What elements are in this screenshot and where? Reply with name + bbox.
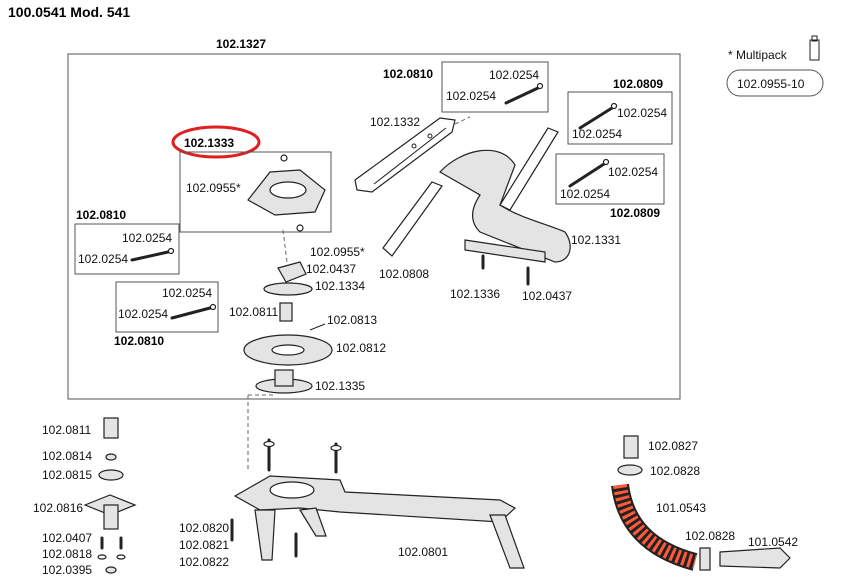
label-102-0810-top: 102.0810 bbox=[383, 67, 433, 81]
multipack-code-box bbox=[726, 69, 824, 97]
label-102-0828-bottom: 102.0828 bbox=[685, 529, 735, 543]
part-102-0827 bbox=[623, 435, 639, 459]
label-102-0821: 102.0821 bbox=[179, 538, 229, 552]
multipack-code: 102.0955-10 bbox=[737, 77, 805, 91]
bolt-tr3 bbox=[568, 162, 606, 188]
label-102-1331: 102.1331 bbox=[571, 233, 621, 247]
label-102-0818: 102.0818 bbox=[42, 547, 92, 561]
label-102-0809-top: 102.0809 bbox=[613, 77, 663, 91]
label-101-0543: 101.0543 bbox=[656, 501, 706, 515]
part-102-0828-bottom bbox=[699, 547, 711, 571]
part-102-0811 bbox=[279, 302, 293, 322]
part-102-0811-left bbox=[103, 417, 119, 439]
nut-tr2 bbox=[610, 102, 618, 110]
bolt-l2 bbox=[170, 306, 212, 320]
highlight-ring bbox=[171, 125, 261, 159]
assembly-code-label: 102.1327 bbox=[216, 37, 266, 51]
label-102-0254-h: 102.0254 bbox=[78, 252, 128, 266]
plate-102-1336 bbox=[464, 239, 546, 263]
label-102-0254-g: 102.0254 bbox=[122, 231, 172, 245]
label-102-0254-a: 102.0254 bbox=[489, 68, 539, 82]
multipack-label: * Multipack bbox=[728, 48, 788, 62]
bolt-box-tr1 bbox=[441, 61, 549, 113]
bolt-tr1 bbox=[504, 86, 540, 105]
label-102-0816: 102.0816 bbox=[33, 501, 83, 515]
label-102-0811-left: 102.0811 bbox=[42, 423, 91, 437]
part-101-0542 bbox=[719, 547, 791, 569]
label-102-0955-star-b: 102.0955* bbox=[310, 245, 365, 259]
label-102-0955-star-a: 102.0955* bbox=[186, 181, 241, 195]
label-102-0813: 102.0813 bbox=[327, 313, 377, 327]
part-102-1334 bbox=[263, 282, 313, 296]
label-102-0822: 102.0822 bbox=[179, 555, 229, 569]
part-102-0815 bbox=[98, 469, 124, 481]
diagram-title: 100.0541 Mod. 541 bbox=[8, 4, 130, 20]
seat-shell-102-1331 bbox=[439, 149, 571, 263]
bolt-box-tr3 bbox=[555, 153, 665, 205]
label-102-0254-j: 102.0254 bbox=[118, 307, 168, 321]
label-102-0254-f: 102.0254 bbox=[560, 187, 610, 201]
rail-102-0808 bbox=[382, 181, 443, 257]
nut-tr3 bbox=[602, 158, 610, 166]
label-102-0437-center: 102.0437 bbox=[306, 262, 356, 276]
label-102-0437-right: 102.0437 bbox=[522, 289, 572, 303]
label-102-1334: 102.1334 bbox=[315, 279, 365, 293]
bar-right bbox=[499, 127, 559, 211]
label-102-0254-e: 102.0254 bbox=[608, 165, 658, 179]
label-102-0820: 102.0820 bbox=[179, 521, 229, 535]
label-102-0801: 102.0801 bbox=[398, 545, 448, 559]
label-102-1333-highlighted: 102.1333 bbox=[184, 136, 234, 150]
bolt-tr2 bbox=[578, 106, 614, 130]
label-102-0815: 102.0815 bbox=[42, 468, 92, 482]
label-102-0809-mid: 102.0809 bbox=[610, 206, 660, 220]
label-102-0814: 102.0814 bbox=[42, 449, 92, 463]
label-102-0811-center: 102.0811 bbox=[229, 305, 278, 319]
label-102-0828-top: 102.0828 bbox=[650, 464, 700, 478]
bolt-box-tr2 bbox=[567, 91, 673, 145]
bolt-box-l2 bbox=[115, 281, 219, 333]
label-102-0395: 102.0395 bbox=[42, 563, 92, 577]
part-102-0437 bbox=[277, 261, 307, 283]
label-101-0542: 101.0542 bbox=[748, 535, 798, 549]
bolt-box-l1 bbox=[74, 223, 180, 275]
label-102-0808: 102.0808 bbox=[379, 267, 429, 281]
part-box-102-1333 bbox=[179, 151, 332, 233]
label-102-1336: 102.1336 bbox=[450, 287, 500, 301]
label-102-0810-left-a: 102.0810 bbox=[76, 208, 126, 222]
label-102-1332: 102.1332 bbox=[370, 115, 420, 129]
part-102-0814 bbox=[105, 453, 117, 461]
label-102-1335: 102.1335 bbox=[315, 379, 365, 393]
label-102-0407: 102.0407 bbox=[42, 531, 92, 545]
bracket-102-1332 bbox=[354, 117, 456, 193]
multipack-icon bbox=[809, 35, 820, 61]
nut-tr1 bbox=[536, 82, 544, 90]
label-102-0812: 102.0812 bbox=[336, 341, 386, 355]
label-102-0254-i: 102.0254 bbox=[162, 286, 212, 300]
label-102-0254-b: 102.0254 bbox=[446, 89, 496, 103]
assembly-frame bbox=[67, 53, 681, 400]
label-102-0810-left-b: 102.0810 bbox=[114, 334, 164, 348]
base-102-0801 bbox=[233, 475, 517, 523]
hose-101-0543 bbox=[611, 483, 698, 571]
part-102-0828-top bbox=[617, 464, 643, 476]
label-102-0827: 102.0827 bbox=[648, 439, 698, 453]
label-102-0254-d: 102.0254 bbox=[572, 127, 622, 141]
bolt-l1 bbox=[130, 250, 170, 262]
label-102-0254-c: 102.0254 bbox=[617, 106, 667, 120]
